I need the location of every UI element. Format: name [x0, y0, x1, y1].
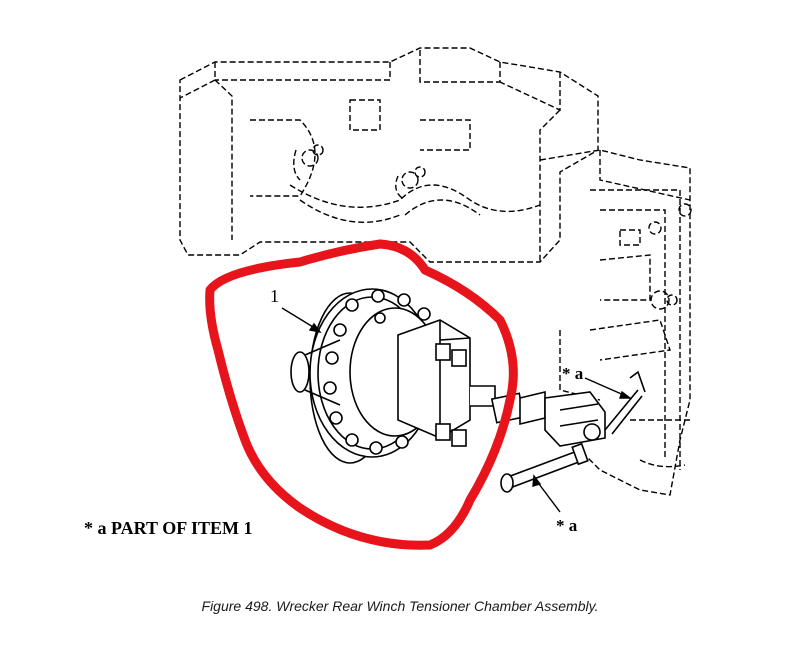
highlight-outline — [205, 239, 518, 550]
mounting-studs — [435, 343, 467, 447]
item-number-callout: 1 — [270, 286, 279, 306]
mounting-block — [397, 319, 471, 439]
part-ref-callout-top: * a — [562, 364, 584, 383]
cotter-pin — [604, 389, 643, 435]
flange-bolts — [323, 289, 431, 455]
figure-caption: Figure 498. Wrecker Rear Winch Tensioner… — [201, 598, 599, 614]
tensioner-chamber — [290, 288, 646, 493]
part-legend: * a PART OF ITEM 1 — [84, 518, 253, 538]
clevis-pin — [503, 448, 586, 490]
push-rod — [470, 385, 496, 407]
leader-lines — [281, 307, 633, 513]
part-ref-callout-bottom: * a — [556, 516, 578, 535]
frame-housing-phantom — [179, 47, 692, 496]
